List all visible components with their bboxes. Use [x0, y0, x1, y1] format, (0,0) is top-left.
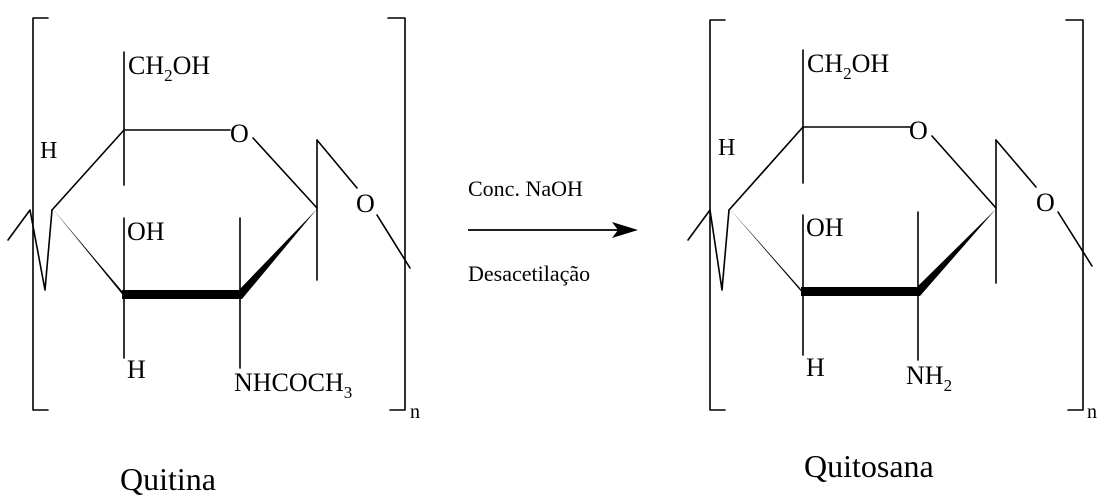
chitosan-amine-sub: 2	[944, 376, 953, 395]
process-label: Desacetilação	[468, 261, 590, 286]
chitosan-structure	[687, 19, 1093, 411]
chitin-exit-bond	[376, 214, 411, 269]
chitosan-right-bracket	[1065, 19, 1084, 411]
chitin-ring-bond-c5-c4	[51, 129, 125, 211]
chitin-hydrogen-top: H	[40, 138, 57, 164]
chitosan-ch-sub: 2	[843, 64, 852, 83]
chitosan-name: Quitosana	[804, 448, 934, 484]
arrow-head	[612, 222, 638, 238]
chitosan-exit-bond	[1057, 211, 1093, 267]
chitosan-hydroxyl-label: OH	[806, 213, 844, 242]
chitin-repeat-index: n	[410, 401, 420, 423]
chitosan-wedge-right	[916, 209, 996, 296]
chitin-wedge-left	[52, 208, 126, 299]
reagent-label: Conc. NaOH	[468, 176, 583, 201]
chitin-amide-label: NHCOCH3	[234, 368, 352, 402]
chitin-hydrogen-bottom: H	[127, 355, 146, 384]
chitin-wedges	[52, 208, 317, 299]
chitin-ch-sub: 2	[164, 66, 173, 85]
chitin-name: Quitina	[120, 461, 216, 497]
chitin-amide: NHCOCH	[234, 368, 344, 397]
chitosan-wedges	[729, 208, 996, 296]
chitin-structure	[7, 17, 411, 411]
chitosan-c1-glycosidic-bond	[995, 139, 1037, 188]
chitosan-left-bond	[687, 209, 730, 291]
chitosan-ch-oh: OH	[852, 49, 890, 78]
reaction-arrow	[468, 222, 638, 238]
chitosan-left-bracket	[709, 19, 726, 411]
chitin-wedge-right	[238, 209, 317, 299]
chitosan-ch: CH	[807, 49, 843, 78]
chitosan-repeat-index: n	[1087, 401, 1097, 423]
chitosan-wedge-bottom	[801, 287, 920, 296]
chitosan-ring-bond-c5-c4	[728, 126, 804, 211]
chitin-left-bracket	[32, 17, 49, 411]
chitosan-hydrogen-bottom: H	[806, 353, 825, 382]
chitin-ch-oh: OH	[173, 51, 211, 80]
chitin-hydroxymethyl-label: CH2OH	[128, 51, 210, 85]
chitin-ring-bond-o-c1	[252, 137, 318, 209]
chitosan-amine: NH	[906, 361, 944, 390]
chitosan-amine-label: NH2	[906, 361, 952, 395]
chitin-right-bracket	[387, 17, 406, 411]
chitosan-ring-bond-o-c1	[931, 135, 997, 209]
chitin-wedge-bottom	[122, 290, 242, 299]
chitin-left-bond	[7, 209, 53, 291]
chitosan-glycosidic-oxygen: O	[1036, 188, 1055, 217]
chitin-ring-oxygen: O	[230, 119, 249, 148]
chitin-hydroxyl-label: OH	[127, 217, 165, 246]
chitosan-wedge-left	[729, 208, 805, 296]
chitosan-ring-oxygen: O	[909, 116, 928, 145]
chitin-ch: CH	[128, 51, 164, 80]
chitosan-hydroxymethyl-label: CH2OH	[807, 49, 889, 83]
chitosan-hydrogen-top: H	[718, 135, 735, 161]
chitin-c1-glycosidic-bond	[316, 139, 358, 189]
chitin-amide-sub: 3	[344, 383, 353, 402]
chitin-glycosidic-oxygen: O	[356, 189, 375, 218]
